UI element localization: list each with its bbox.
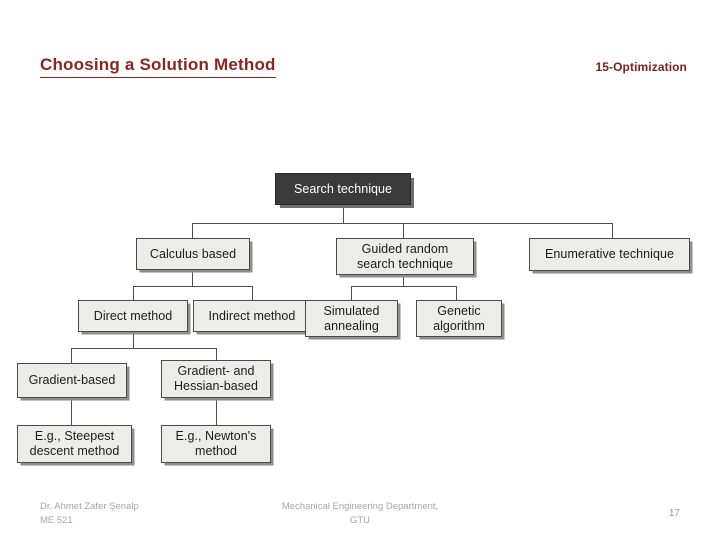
- node-gradient-based[interactable]: Gradient-based: [17, 363, 127, 398]
- search-technique-hierarchy-diagram: Search technique Calculus based Guided r…: [17, 155, 690, 480]
- footer-department-line1: Mechanical Engineering Department,: [281, 501, 439, 512]
- node-label-line2: method: [195, 444, 237, 458]
- edge-to-direct: [133, 286, 134, 300]
- footer-department-line2: GTU: [349, 514, 371, 526]
- node-label: Enumerative technique: [545, 247, 674, 262]
- edge-to-guided: [403, 223, 404, 238]
- page-number: 17: [668, 508, 680, 519]
- node-label: Gradient-based: [28, 373, 116, 388]
- edge-hessian-to-newton: [216, 398, 217, 425]
- footer-author-name: Dr. Ahmet Zafer Şenalp: [40, 501, 139, 512]
- node-label-line1: E.g., Newton's: [175, 429, 257, 444]
- edge-to-enumerative: [612, 223, 613, 238]
- footer-author: Dr. Ahmet Zafer Şenalp ME 521: [40, 500, 139, 528]
- node-guided-random-search-technique[interactable]: Guided random search technique: [336, 238, 474, 275]
- node-label-line2: descent method: [29, 444, 120, 458]
- node-simulated-annealing[interactable]: Simulated annealing: [305, 300, 398, 337]
- node-calculus-based[interactable]: Calculus based: [136, 238, 250, 270]
- footer-course-code: ME 521: [40, 514, 73, 526]
- edge-gradient-to-steepest: [71, 398, 72, 425]
- node-steepest-descent-method[interactable]: E.g., Steepest descent method: [17, 425, 132, 463]
- page-title: Choosing a Solution Method: [40, 55, 276, 78]
- edge-to-hessian: [216, 348, 217, 363]
- node-label: Search technique: [293, 181, 393, 196]
- edge-calculus-stem: [192, 270, 193, 286]
- edge-to-indirect: [252, 286, 253, 300]
- node-direct-method[interactable]: Direct method: [78, 300, 188, 332]
- node-label-line2: annealing: [324, 318, 379, 333]
- node-label-line1: Genetic: [437, 303, 481, 318]
- node-label: Calculus based: [149, 246, 237, 261]
- edge-calculus-bus: [133, 286, 252, 287]
- node-label: Indirect method: [208, 308, 296, 323]
- node-label-line1: E.g., Steepest: [34, 429, 115, 444]
- edge-guided-bus: [351, 286, 456, 287]
- node-label: Direct method: [93, 308, 173, 323]
- edge-to-simulated: [351, 286, 352, 300]
- edge-root-stem: [343, 205, 344, 223]
- edge-level2-bus: [192, 223, 612, 224]
- page-title-text: Choosing a Solution Method: [40, 55, 276, 74]
- node-gradient-and-hessian-based[interactable]: Gradient- and Hessian-based: [161, 360, 271, 398]
- edge-direct-bus: [71, 348, 216, 349]
- node-enumerative-technique[interactable]: Enumerative technique: [529, 238, 690, 271]
- edge-to-gradient: [71, 348, 72, 363]
- edge-guided-stem: [403, 270, 404, 286]
- node-label-line1: Guided random: [361, 241, 449, 256]
- edge-to-calculus: [192, 223, 193, 238]
- edge-direct-stem: [133, 332, 134, 348]
- node-label-line1: Simulated: [323, 303, 380, 318]
- node-label-line2: search technique: [356, 256, 453, 271]
- node-label-line2: Hessian-based: [173, 379, 259, 393]
- chapter-label: 15-Optimization: [595, 60, 687, 74]
- footer-department: Mechanical Engineering Department, GTU: [0, 500, 720, 528]
- node-genetic-algorithm[interactable]: Genetic algorithm: [416, 300, 502, 337]
- node-label-line1: Gradient- and: [177, 364, 255, 379]
- node-search-technique[interactable]: Search technique: [275, 173, 411, 205]
- node-indirect-method[interactable]: Indirect method: [193, 300, 311, 332]
- node-newton-method[interactable]: E.g., Newton's method: [161, 425, 271, 463]
- node-label-line2: algorithm: [433, 318, 485, 333]
- title-underline: [40, 77, 276, 78]
- edge-to-genetic: [456, 286, 457, 300]
